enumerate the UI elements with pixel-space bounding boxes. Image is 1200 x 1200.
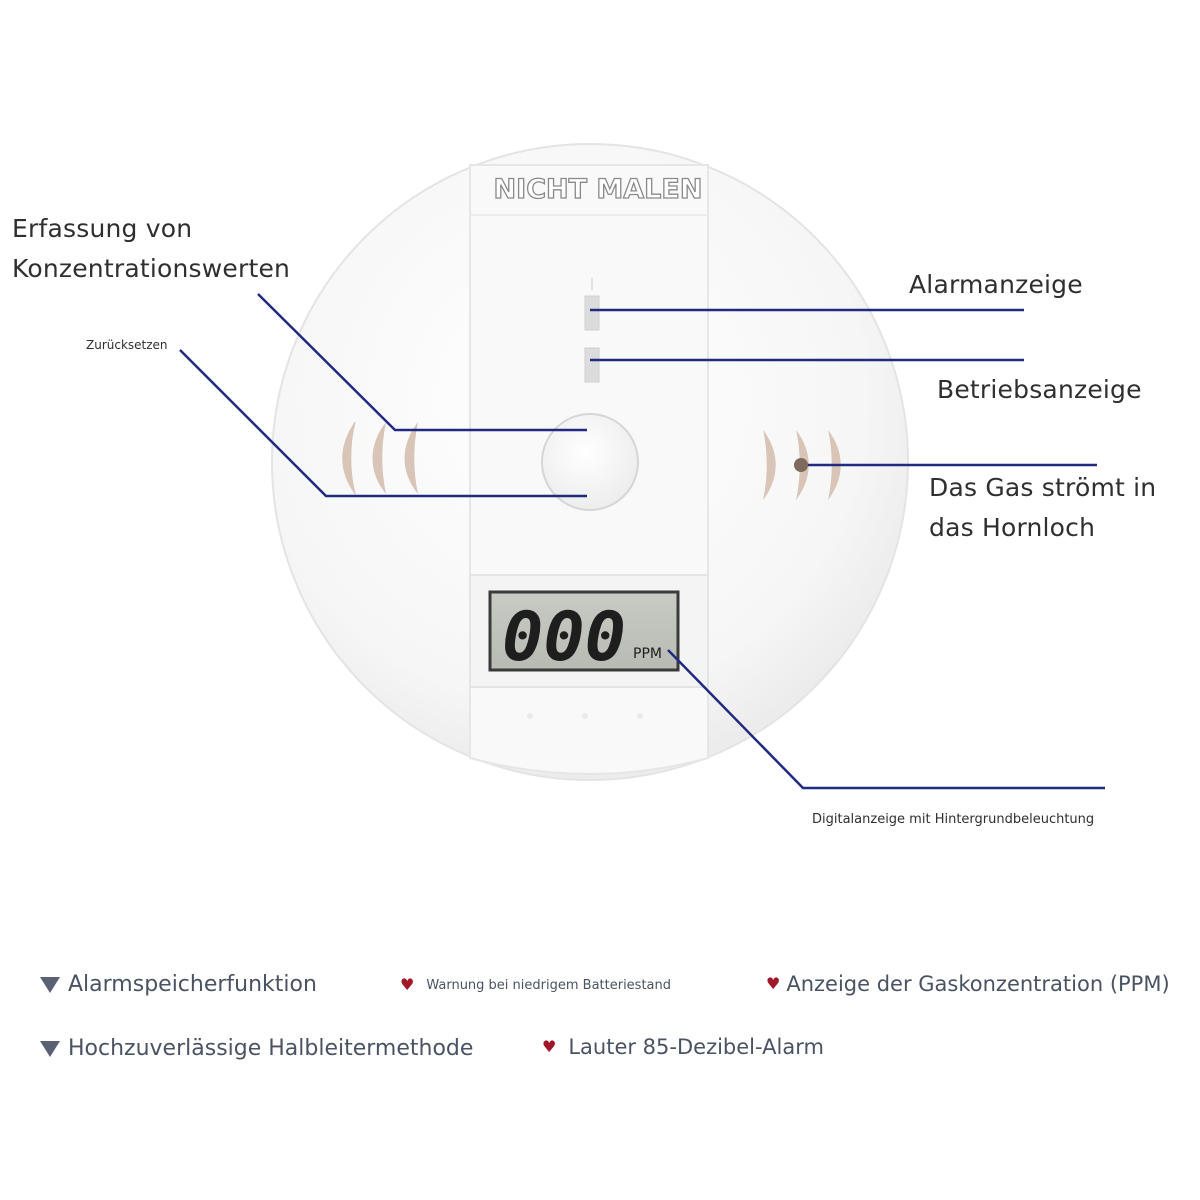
triangle-down-icon xyxy=(40,976,60,993)
feature-gas-concentration: ♥ Anzeige der Gaskonzentration (PPM) xyxy=(766,972,1170,996)
feature-label: Lauter 85-Dezibel-Alarm xyxy=(568,1035,824,1059)
callout-concentration: Erfassung von Konzentrationswerten xyxy=(12,214,291,283)
feature-label: Alarmspeicherfunktion xyxy=(68,972,317,997)
callout-digital-display: Digitalanzeige mit Hintergrundbeleuchtun… xyxy=(812,812,1095,827)
left-vent-2 xyxy=(372,422,386,494)
callout-reset: Zurücksetzen xyxy=(86,338,168,352)
left-vent-3 xyxy=(404,422,418,494)
feature-semiconductor: Hochzuverlässige Halbleitermethode xyxy=(40,1036,473,1061)
leader-reset xyxy=(179,349,587,498)
leader-display xyxy=(667,649,1105,790)
triangle-down-icon xyxy=(40,1040,60,1057)
test-reset-button xyxy=(541,413,639,511)
power-led xyxy=(584,347,600,383)
right-vent-1 xyxy=(763,430,776,500)
heart-icon: ♥ xyxy=(542,1037,557,1056)
lcd-reading: 000 xyxy=(502,598,626,677)
alarm-led xyxy=(584,295,600,331)
feature-low-battery: ♥ Warnung bei niedrigem Batteriestand xyxy=(400,977,671,993)
callout-alarm-indicator: Alarmanzeige xyxy=(909,270,1083,299)
leader-lines xyxy=(179,293,1105,790)
stamp-text: NICHT MALEN xyxy=(494,174,703,205)
feature-label: Warnung bei niedrigem Batteriestand xyxy=(426,977,672,993)
leader-concentration xyxy=(257,293,587,432)
feature-label: Hochzuverlässige Halbleitermethode xyxy=(68,1036,474,1061)
heart-icon: ♥ xyxy=(766,974,781,993)
heart-icon: ♥ xyxy=(400,975,415,994)
callout-operation-indicator: Betriebsanzeige xyxy=(937,375,1142,404)
feature-label: Anzeige der Gaskonzentration (PPM) xyxy=(786,972,1170,996)
horn-hole xyxy=(794,458,808,472)
lcd-unit: PPM xyxy=(633,646,662,662)
feature-alarm-memory: Alarmspeicherfunktion xyxy=(40,972,317,997)
feature-loud-alarm: ♥ Lauter 85-Dezibel-Alarm xyxy=(542,1035,824,1059)
lcd-screen xyxy=(488,590,680,672)
callout-gas-inlet: Das Gas strömt in das Hornloch xyxy=(929,473,1157,542)
